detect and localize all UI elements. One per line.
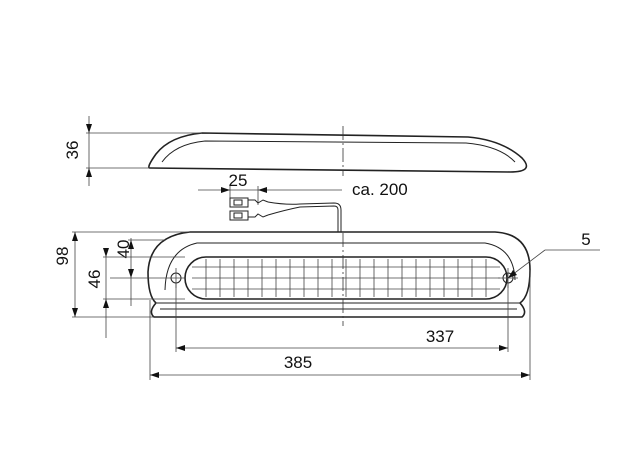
terminal-detail — [233, 199, 243, 206]
arrowhead — [521, 372, 530, 378]
arrowhead — [176, 345, 185, 351]
housing-inner-curve — [164, 242, 516, 291]
dim-label-98: 98 — [53, 247, 72, 266]
connector-terminal — [229, 197, 249, 208]
dim-label-46: 46 — [85, 270, 104, 289]
dim-label-385: 385 — [284, 353, 312, 372]
arrowhead — [150, 372, 159, 378]
cable-wire — [267, 205, 339, 232]
lens-grid — [192, 259, 500, 297]
arrowhead — [72, 232, 78, 241]
arrowhead — [103, 299, 109, 308]
dim-label-25: 25 — [229, 171, 248, 190]
arrowhead — [86, 168, 92, 177]
cable-wire — [267, 201, 342, 232]
housing-outline — [147, 231, 531, 318]
arrowhead — [221, 187, 230, 193]
arrowhead — [258, 187, 267, 193]
arrowhead — [128, 240, 134, 249]
arrowhead — [103, 248, 109, 257]
crimp-detail — [248, 199, 269, 204]
arrowhead — [508, 270, 517, 278]
arrowhead — [72, 308, 78, 317]
front-view: 98 40 46 5 337 385 — [53, 230, 600, 380]
arrowhead — [128, 269, 134, 278]
dim-label-5: 5 — [581, 230, 590, 249]
connector-terminal — [229, 210, 249, 221]
dim-label-36: 36 — [63, 141, 82, 160]
arrowhead — [499, 345, 508, 351]
dim-label-337: 337 — [426, 327, 454, 346]
side-profile-outer — [148, 132, 528, 173]
cable-assembly: 25 ca. 200 — [198, 171, 408, 232]
crimp-detail — [248, 213, 269, 218]
arrowhead — [86, 124, 92, 133]
terminal-detail — [233, 212, 243, 219]
dim-label-40: 40 — [114, 240, 133, 259]
side-profile-inner — [161, 140, 516, 163]
dim-label-cable: ca. 200 — [352, 180, 408, 199]
side-view: 36 — [63, 116, 528, 186]
